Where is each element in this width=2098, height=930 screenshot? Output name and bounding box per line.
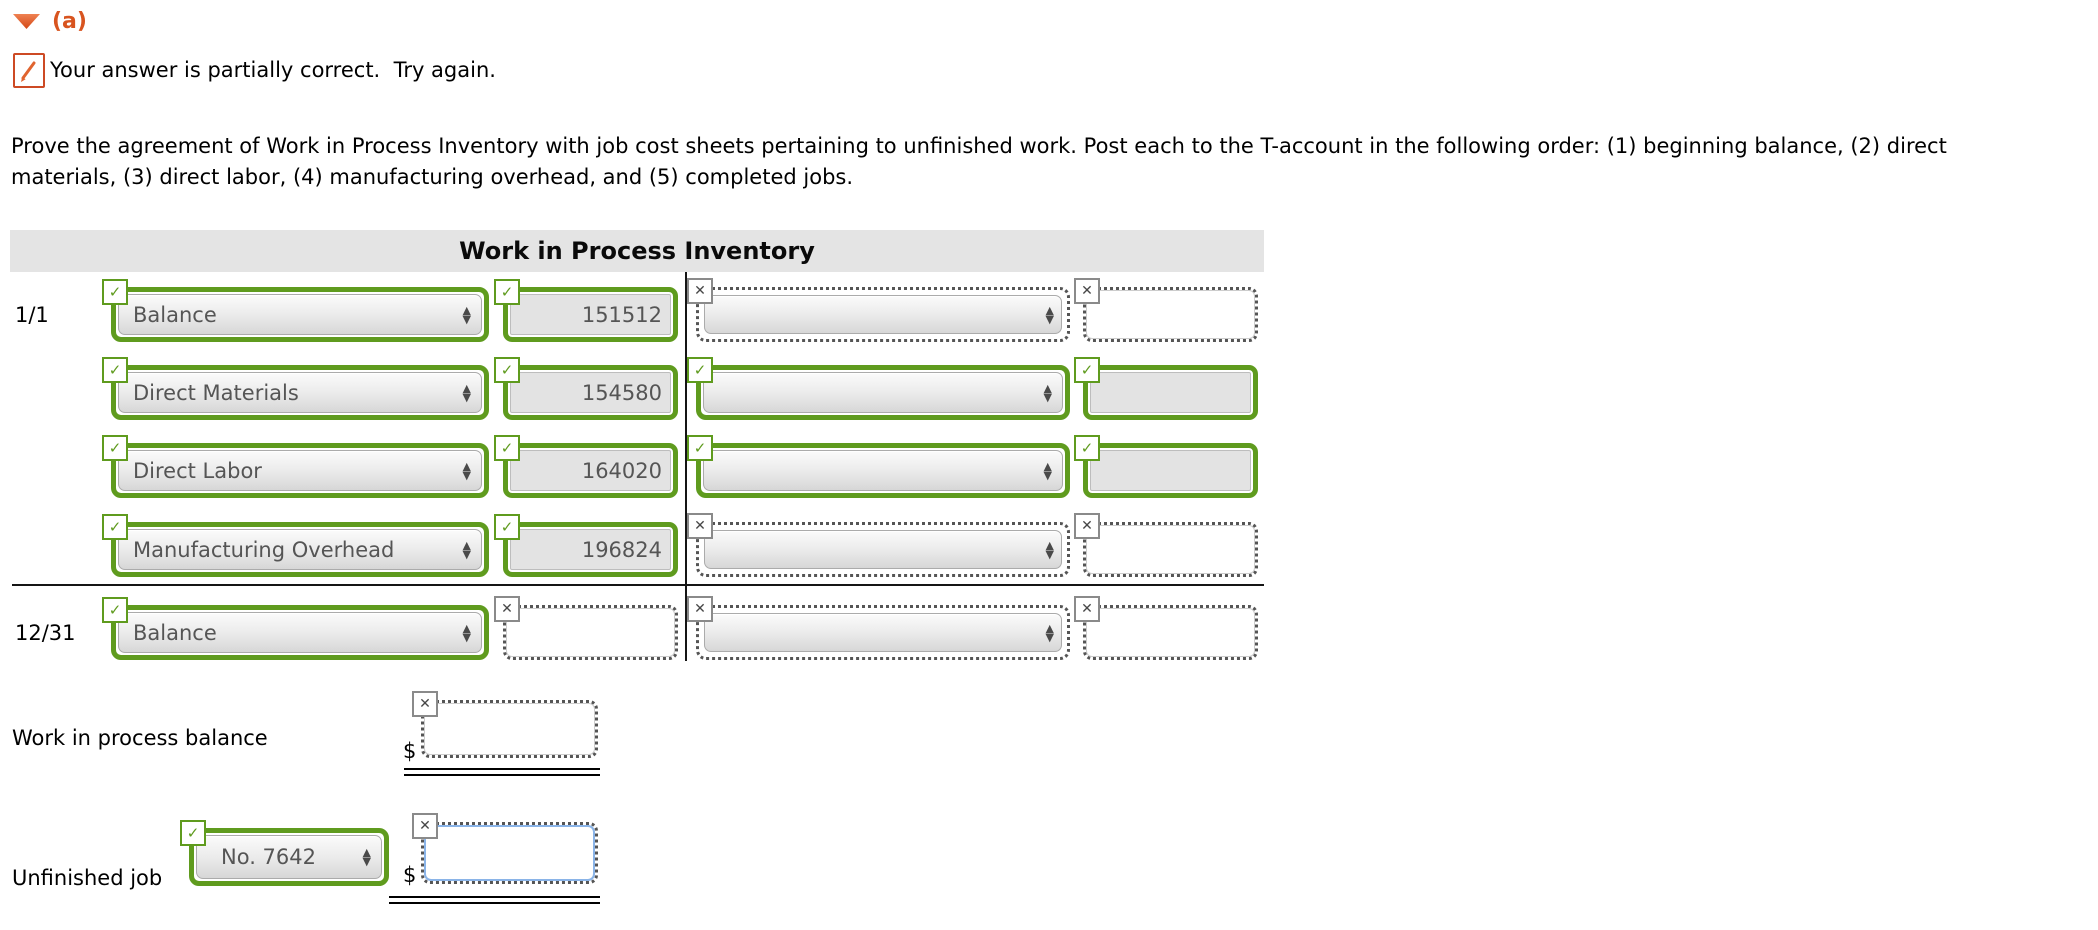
debit-amount-input[interactable]: ✓ 196824 <box>494 514 678 577</box>
incorrect-x-icon: ✕ <box>1074 596 1100 622</box>
feedback-message: Your answer is partially correct. Try ag… <box>50 58 496 82</box>
correct-check-icon: ✓ <box>102 279 128 305</box>
select-arrows-icon: ▲▼ <box>462 459 471 482</box>
select-arrows-icon: ▲▼ <box>1045 303 1054 326</box>
credit-account-select[interactable]: ✕ ▲▼ <box>687 278 1070 342</box>
select-arrows-icon: ▲▼ <box>462 621 471 644</box>
select-arrows-icon: ▲▼ <box>462 303 471 326</box>
unfinished-job-label: Unfinished job <box>12 866 163 890</box>
wip-balance-input[interactable]: ✕ <box>412 691 598 758</box>
correct-check-icon: ✓ <box>102 357 128 383</box>
debit-account-select[interactable]: ✓ Manufacturing Overhead ▲▼ <box>102 514 489 577</box>
collapse-triangle-icon[interactable] <box>13 13 40 30</box>
select-arrows-icon: ▲▼ <box>462 538 471 561</box>
credit-amount-input[interactable]: ✕ <box>1074 278 1258 342</box>
select-value: No. 7642 <box>196 835 382 879</box>
taccount-header: Work in Process Inventory <box>10 230 1264 272</box>
select-value: Balance <box>118 612 482 653</box>
amount-value: 154580 <box>581 380 662 405</box>
debit-amount-input[interactable]: ✓ 154580 <box>494 357 678 420</box>
debit-amount-input[interactable]: ✕ <box>494 596 678 660</box>
correct-check-icon: ✓ <box>102 435 128 461</box>
select-value <box>704 295 1062 334</box>
section-header: (a) <box>13 9 87 34</box>
select-value: Balance <box>118 294 482 335</box>
credit-account-select[interactable]: ✓ ▲▼ <box>687 357 1070 420</box>
incorrect-x-icon: ✕ <box>494 596 520 622</box>
debit-account-select[interactable]: ✓ Balance ▲▼ <box>102 279 489 342</box>
correct-check-icon: ✓ <box>494 279 520 305</box>
select-value: Direct Materials <box>118 372 482 413</box>
credit-account-select[interactable]: ✕ ▲▼ <box>687 596 1070 660</box>
credit-amount-input[interactable]: ✕ <box>1074 513 1258 577</box>
select-value <box>704 530 1062 569</box>
debit-amount-input[interactable]: ✓ 151512 <box>494 279 678 342</box>
correct-check-icon: ✓ <box>102 597 128 623</box>
credit-amount-input[interactable]: ✓ <box>1074 435 1258 498</box>
credit-account-select[interactable]: ✕ ▲▼ <box>687 513 1070 577</box>
row-date: 12/31 <box>15 620 76 645</box>
select-arrows-icon: ▲▼ <box>462 381 471 404</box>
debit-amount-input[interactable]: ✓ 164020 <box>494 435 678 498</box>
total-double-rule <box>389 896 600 904</box>
taccount-title: Work in Process Inventory <box>459 237 815 265</box>
partially-correct-pencil-icon <box>13 53 45 88</box>
amount-value: 164020 <box>581 458 662 483</box>
correct-check-icon: ✓ <box>180 820 206 846</box>
debit-account-select[interactable]: ✓ Direct Materials ▲▼ <box>102 357 489 420</box>
correct-check-icon: ✓ <box>494 357 520 383</box>
correct-check-icon: ✓ <box>1074 435 1100 461</box>
currency-symbol: $ <box>403 739 417 763</box>
unfinished-job-amount-input[interactable]: ✕ <box>412 813 598 884</box>
incorrect-x-icon: ✕ <box>687 513 713 539</box>
credit-amount-input[interactable]: ✓ <box>1074 357 1258 420</box>
correct-check-icon: ✓ <box>102 514 128 540</box>
taccount-divider-line <box>685 272 687 661</box>
currency-symbol: $ <box>403 863 417 887</box>
incorrect-x-icon: ✕ <box>412 813 438 839</box>
select-arrows-icon: ▲▼ <box>362 846 371 868</box>
select-arrows-icon: ▲▼ <box>1045 621 1054 644</box>
amount-value: 196824 <box>581 537 662 562</box>
wip-balance-label: Work in process balance <box>12 726 268 750</box>
select-arrows-icon: ▲▼ <box>1043 459 1052 482</box>
correct-check-icon: ✓ <box>1074 357 1100 383</box>
job-number-select[interactable]: ✓ No. 7642 ▲▼ <box>180 820 389 886</box>
section-label: (a) <box>52 9 87 34</box>
focused-input-ring <box>424 825 595 881</box>
select-value <box>704 613 1062 652</box>
instructions-text: Prove the agreement of Work in Process I… <box>11 134 1947 189</box>
select-value: Direct Labor <box>118 450 482 491</box>
incorrect-x-icon: ✕ <box>1074 278 1100 304</box>
select-value <box>703 450 1063 491</box>
credit-amount-input[interactable]: ✕ <box>1074 596 1258 660</box>
correct-check-icon: ✓ <box>494 514 520 540</box>
incorrect-x-icon: ✕ <box>687 278 713 304</box>
correct-check-icon: ✓ <box>687 435 713 461</box>
row-date: 1/1 <box>15 302 49 327</box>
taccount-total-line <box>12 584 1264 586</box>
correct-check-icon: ✓ <box>494 435 520 461</box>
credit-account-select[interactable]: ✓ ▲▼ <box>687 435 1070 498</box>
select-arrows-icon: ▲▼ <box>1045 538 1054 561</box>
incorrect-x-icon: ✕ <box>1074 513 1100 539</box>
incorrect-x-icon: ✕ <box>687 596 713 622</box>
select-value <box>703 372 1063 413</box>
debit-account-select[interactable]: ✓ Balance ▲▼ <box>102 597 489 660</box>
select-value: Manufacturing Overhead <box>118 529 482 570</box>
debit-account-select[interactable]: ✓ Direct Labor ▲▼ <box>102 435 489 498</box>
correct-check-icon: ✓ <box>687 357 713 383</box>
total-double-rule <box>404 768 600 776</box>
select-arrows-icon: ▲▼ <box>1043 381 1052 404</box>
incorrect-x-icon: ✕ <box>412 691 438 717</box>
amount-value: 151512 <box>581 302 662 327</box>
